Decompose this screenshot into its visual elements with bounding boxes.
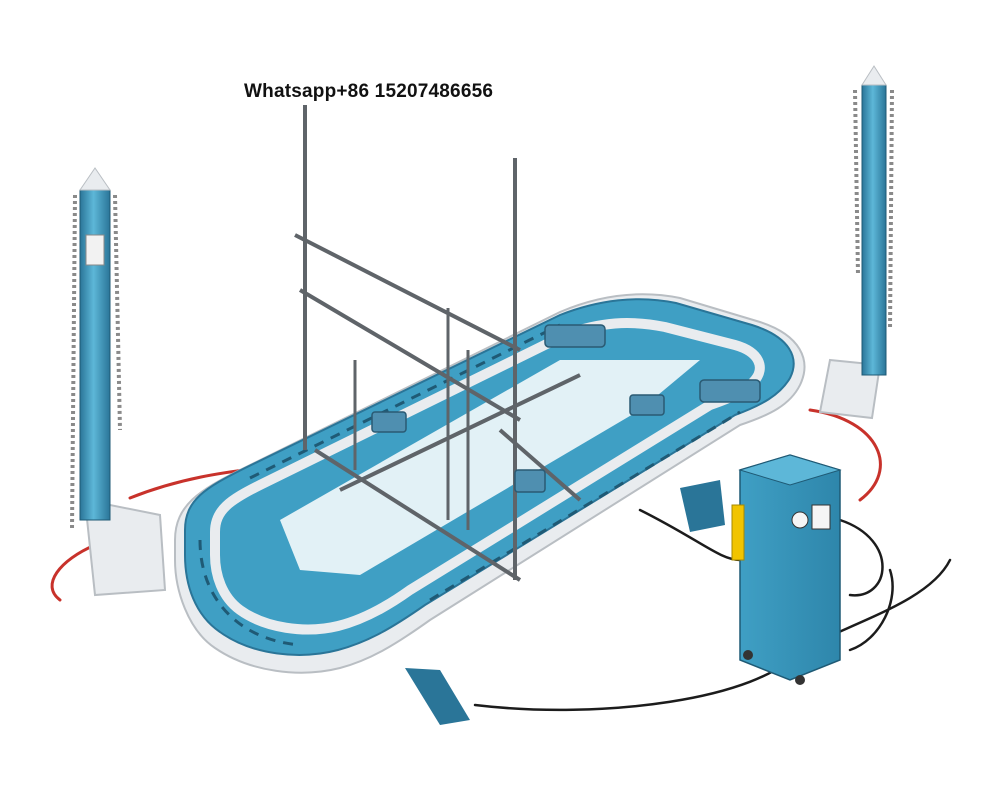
measuring-gauge-frame — [294, 105, 582, 582]
hydraulic-control-cabinet — [731, 454, 842, 685]
bench-platform — [174, 293, 806, 674]
watermark-contact-text: Whatsapp+86 15207486656 — [244, 81, 494, 102]
right-pulling-tower — [818, 65, 894, 420]
pinch-weld-clamps — [371, 324, 761, 493]
left-pulling-tower — [70, 167, 167, 597]
